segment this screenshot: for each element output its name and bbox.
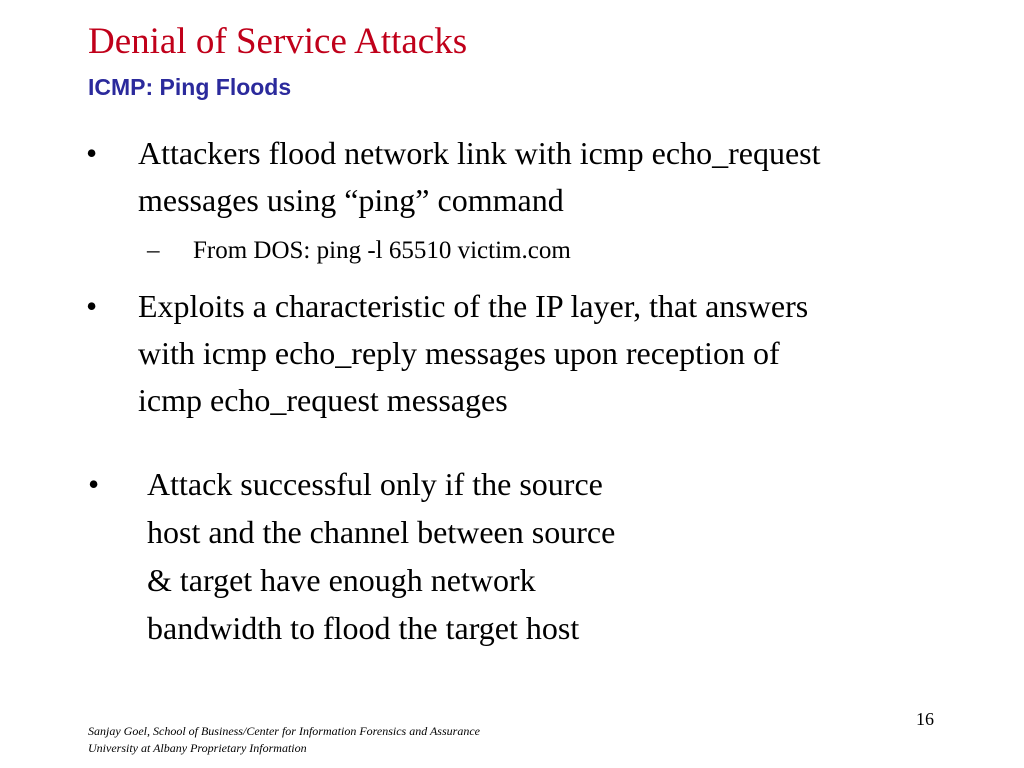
bullet-1-line-1: Attackers flood network link with icmp e… <box>138 135 821 171</box>
footer-line-1: Sanjay Goel, School of Business/Center f… <box>88 724 480 738</box>
footer-line-2: University at Albany Proprietary Informa… <box>88 741 307 755</box>
bullet-1-line-2: messages using “ping” command <box>138 182 564 218</box>
bullet-text-2: Exploits a characteristic of the IP laye… <box>138 283 808 424</box>
bullet-2-line-3: icmp echo_request messages <box>138 382 508 418</box>
bullet-2-line-1: Exploits a characteristic of the IP laye… <box>138 288 809 324</box>
bullet-3-line-2: host and the channel between source <box>147 514 616 550</box>
bullet-text-1: Attackers flood network link with icmp e… <box>138 130 820 224</box>
footer: Sanjay Goel, School of Business/Center f… <box>88 723 480 757</box>
bullet-3-line-4: bandwidth to flood the target host <box>147 610 580 646</box>
bullet-marker: • <box>88 466 100 502</box>
bullet-text-3: Attack successful only if the source hos… <box>147 460 615 652</box>
page-number: 16 <box>916 709 934 729</box>
bullet-3-line-3: & target have enough network <box>147 562 536 598</box>
bullet-3-line-1: Attack successful only if the source <box>147 466 603 502</box>
sub-bullet-text: From DOS: ping -l 65510 victim.com <box>193 237 571 264</box>
sub-bullet-marker: – <box>147 237 160 264</box>
slide-title: Denial of Service Attacks <box>88 21 468 62</box>
slide-subtitle: ICMP: Ping Floods <box>88 74 292 100</box>
bullet-marker: • <box>86 135 98 171</box>
bullet-marker: • <box>86 288 98 324</box>
bullet-2-line-2: with icmp echo_reply messages upon recep… <box>138 335 780 371</box>
